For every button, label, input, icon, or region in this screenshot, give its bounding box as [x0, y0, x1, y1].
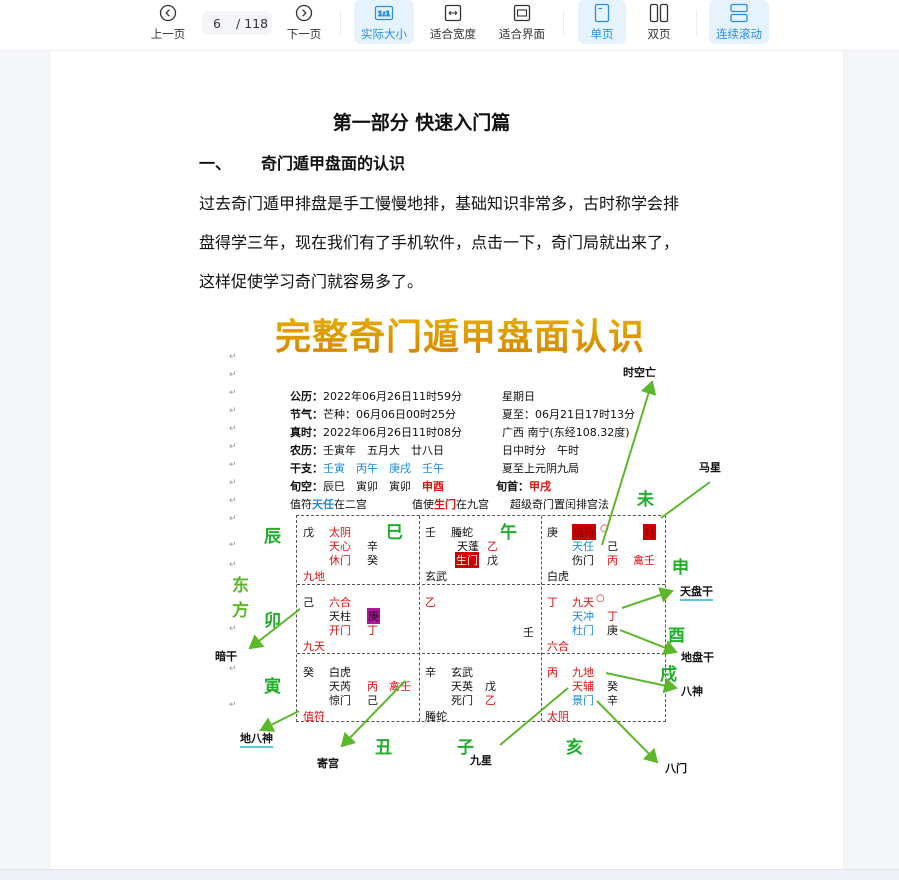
branch-wu: 午	[500, 523, 517, 543]
toolbar-divider	[563, 10, 564, 36]
label-angan: 暗干	[215, 650, 237, 663]
branch-hai: 亥	[566, 738, 583, 758]
pilcrow-mark: ↵	[229, 442, 237, 452]
branch-yin: 寅	[264, 677, 281, 697]
label-shikong: 时空亡	[623, 366, 656, 379]
toolbar-divider	[340, 10, 341, 36]
branch-si: 巳	[386, 523, 403, 543]
section-number: 一、	[199, 154, 232, 173]
paragraph-line: 过去奇门遁甲排盘是手工慢慢地排，基础知识非常多，古时称学会排	[199, 194, 680, 213]
palace-grid: 戊 太阴 天心 辛 休门 癸 九地 壬 螣蛇 天蓬 乙 生门 戊 玄武 庚 值符…	[296, 515, 666, 723]
pilcrow-mark: ↵	[229, 388, 237, 398]
label-maxing: 马星	[699, 461, 721, 474]
pilcrow-mark: ↵	[229, 540, 237, 550]
info-xunkong: 旬空：辰巳 寅卯 寅卯 申酉旬首：甲戌	[290, 480, 551, 493]
info-jieqi: 节气：芒种：06月06日00时25分夏至：06月21日17时13分	[290, 408, 635, 421]
double-page-button[interactable]: 双页	[635, 0, 683, 44]
fit-page-button[interactable]: 适合界面	[493, 0, 551, 44]
bottom-scroll-area[interactable]	[0, 869, 899, 880]
single-page-label: 单页	[590, 27, 614, 41]
label-bashen: 八神	[681, 685, 703, 698]
label-jigong: 寄宫	[317, 757, 339, 770]
actual-size-label: 实际大小	[361, 27, 407, 41]
fit-width-label: 适合宽度	[430, 27, 476, 41]
section-heading: 一、 奇门遁甲盘面的认识	[199, 150, 405, 174]
page-separator: /	[236, 15, 241, 31]
viewer-toolbar: 上一页 6 / 118 下一页 1:1 实际大小 适合宽度 适合界面	[0, 0, 899, 51]
continuous-scroll-label: 连续滚动	[716, 27, 762, 41]
fit-width-icon	[444, 2, 462, 24]
pilcrow-mark: ↵	[229, 352, 237, 362]
pilcrow-mark: ↵	[229, 496, 237, 506]
document-page	[49, 51, 844, 869]
double-page-label: 双页	[647, 27, 671, 41]
continuous-scroll-button[interactable]: 连续滚动	[709, 0, 769, 44]
page-indicator: 6 / 118	[202, 11, 272, 35]
single-page-icon	[594, 2, 610, 24]
body-paragraph: 过去奇门遁甲排盘是手工慢慢地排，基础知识非常多，古时称学会排 盘得学三年，现在我…	[199, 184, 759, 301]
pilcrow-mark: ↵	[229, 460, 237, 470]
figure-title: 完整奇门遁甲盘面认识	[275, 308, 645, 360]
pilcrow-mark: ↵	[229, 700, 237, 710]
label-bamen: 八门	[665, 762, 687, 775]
double-page-icon	[649, 2, 669, 24]
actual-size-button[interactable]: 1:1 实际大小	[354, 0, 414, 44]
label-dibashen: 地八神	[240, 730, 273, 748]
total-pages: 118	[244, 15, 269, 31]
prev-page-label: 上一页	[150, 27, 186, 41]
branch-zi: 子	[457, 738, 474, 758]
pilcrow-mark: ↵	[229, 406, 237, 416]
pilcrow-mark: ↵	[229, 664, 237, 674]
branch-wei: 未	[637, 490, 654, 510]
prev-page-button[interactable]: 上一页	[142, 0, 194, 44]
pilcrow-mark: ↵	[229, 560, 237, 570]
direction-fang: 方	[232, 601, 249, 621]
actual-size-icon: 1:1	[374, 2, 394, 24]
fit-page-label: 适合界面	[499, 27, 545, 41]
page-title: 第一部分 快速入门篇	[332, 112, 511, 134]
grid-line	[297, 584, 665, 585]
grid-line	[297, 653, 665, 654]
pilcrow-mark: ↵	[229, 424, 237, 434]
svg-text:1:1: 1:1	[378, 10, 391, 18]
single-page-button[interactable]: 单页	[578, 0, 626, 44]
label-tianpangan: 天盘干	[680, 583, 713, 601]
pilcrow-mark: ↵	[229, 478, 237, 488]
info-zhenshi: 真时：2022年06月26日11时08分广西 南宁(东经108.32度)	[290, 426, 630, 439]
current-page-input[interactable]: 6	[213, 15, 221, 31]
section-title: 奇门遁甲盘面的认识	[261, 154, 406, 173]
grid-line	[541, 516, 542, 721]
label-jiuxing: 九星	[470, 754, 492, 767]
pilcrow-mark: ↵	[229, 370, 237, 380]
paragraph-line: 这样促使学习奇门就容易多了。	[199, 272, 424, 291]
info-nongli: 农历：壬寅年 五月大 廿八日日中时分 午时	[290, 444, 579, 457]
grid-line	[419, 516, 420, 721]
branch-shen: 申	[672, 558, 689, 578]
next-page-label: 下一页	[286, 27, 322, 41]
chevron-right-circle-icon	[295, 2, 313, 24]
branch-chen: 辰	[264, 527, 281, 547]
info-ganzhi: 干支：壬寅 丙午 庚戌 壬午夏至上元阴九局	[290, 462, 579, 475]
paragraph-line: 盘得学三年，现在我们有了手机软件，点击一下，奇门局就出来了，	[199, 233, 680, 252]
chevron-left-circle-icon	[159, 2, 177, 24]
toolbar-divider	[696, 10, 697, 36]
fit-page-icon	[513, 2, 531, 24]
direction-dong: 东	[232, 576, 249, 596]
pilcrow-mark: ↵	[229, 624, 237, 634]
continuous-scroll-icon	[729, 2, 749, 24]
pilcrow-mark: ↵	[229, 514, 237, 524]
fit-width-button[interactable]: 适合宽度	[424, 0, 482, 44]
info-zhifu: 值符天任在二宫值使生门在九宫超级奇门置闰排宫法	[290, 498, 609, 511]
info-gongli: 公历：2022年06月26日11时59分星期日	[290, 390, 535, 403]
label-dipangan: 地盘干	[681, 651, 714, 664]
branch-chou: 丑	[375, 738, 392, 758]
next-page-button[interactable]: 下一页	[278, 0, 330, 44]
